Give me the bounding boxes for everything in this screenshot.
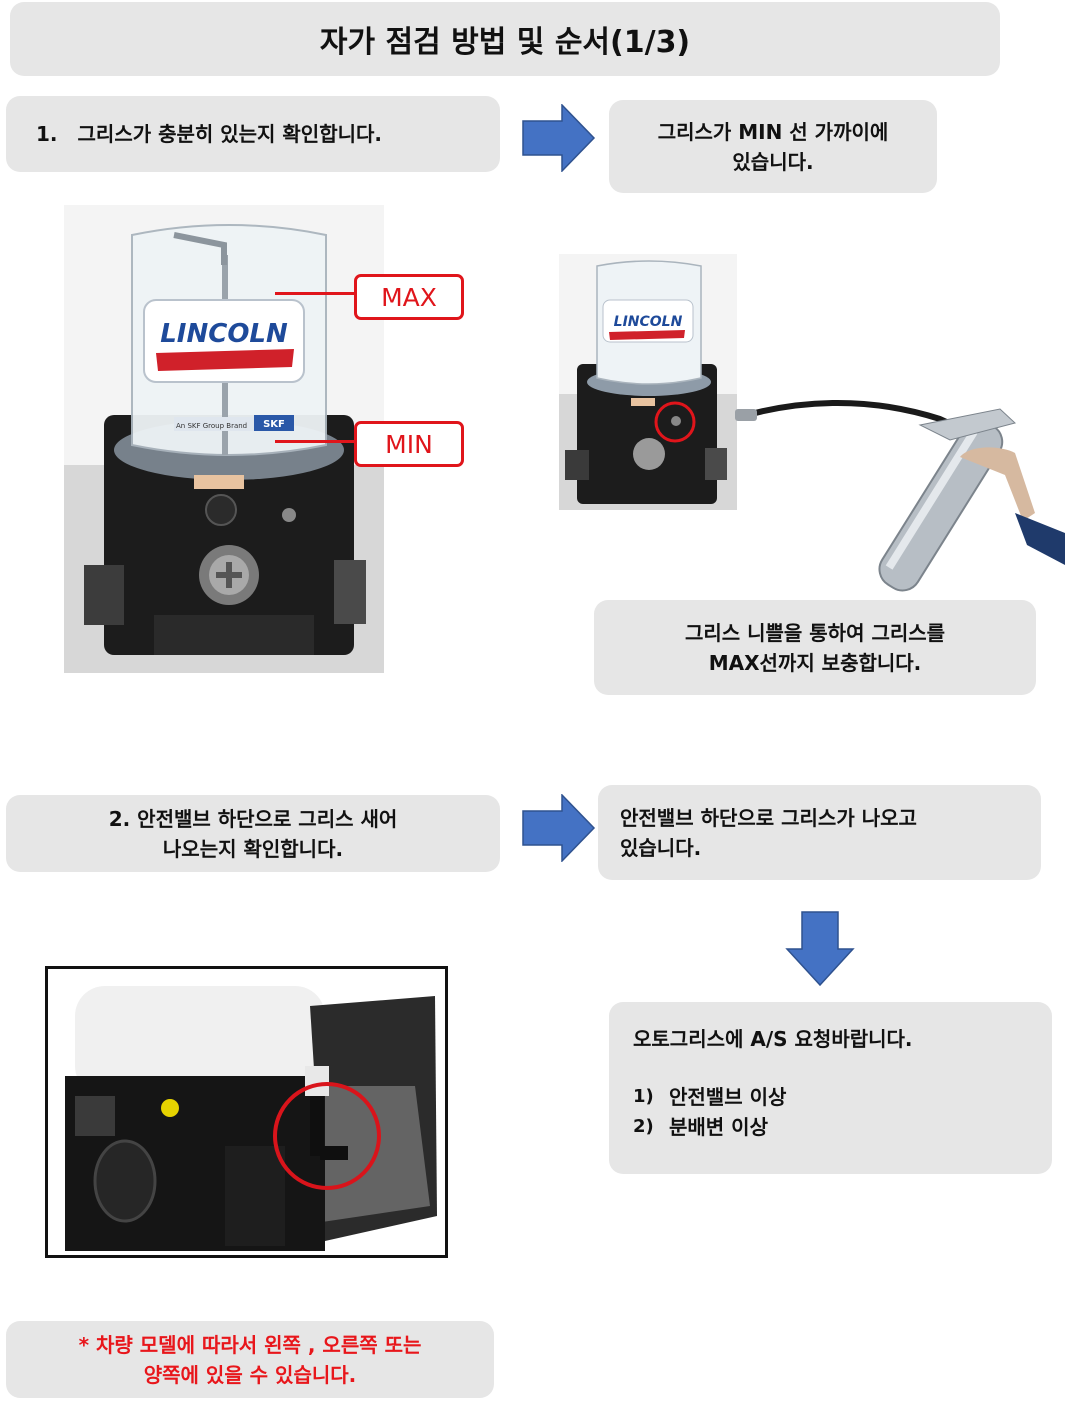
page-title-text: 자가 점검 방법 및 순서(1/3) <box>319 25 691 60</box>
right-arrow-icon <box>522 794 596 862</box>
small-lincoln-logo: LINCOLN <box>614 314 683 330</box>
grease-nipple-circle <box>654 401 696 443</box>
refill-line2: MAX선까지 보충합니다. <box>708 650 922 675</box>
grease-gun-image <box>735 399 1065 592</box>
min-leader-line <box>275 440 355 443</box>
step2-box: 2. 안전밸브 하단으로 그리스 새어 나오는지 확인합니다. <box>6 795 500 872</box>
refill-instruction-box: 그리스 니쁠을 통하여 그리스를 MAX선까지 보충합니다. <box>594 600 1036 695</box>
step2-line2: 나오는지 확인합니다. <box>162 836 344 861</box>
note-line2: 양쪽에 있을 수 있습니다. <box>143 1362 357 1387</box>
small-pump-image: LINCOLN <box>559 254 737 510</box>
service-heading: 오토그리스에 A/S 요청바랍니다. <box>633 1027 913 1051</box>
note-box: * 차량 모델에 따라서 왼쪽 , 오른쪽 또는 양쪽에 있을 수 있습니다. <box>6 1321 494 1398</box>
safety-valve-image <box>45 966 448 1258</box>
skf-logo: SKF <box>263 419 285 430</box>
grease-pump-image: LINCOLN An SKF Group Brand SKF <box>64 205 384 673</box>
right-arrow-icon <box>522 104 596 172</box>
service-item: 1) 안전밸브 이상 <box>633 1085 787 1109</box>
step2-line1: 2. 안전밸브 하단으로 그리스 새어 <box>108 806 398 831</box>
step2-result-box: 안전밸브 하단으로 그리스가 나오고 있습니다. <box>598 785 1041 880</box>
step1-number: 1. <box>36 122 58 146</box>
page-title: 자가 점검 방법 및 순서(1/3) <box>10 2 1000 76</box>
lincoln-logo: LINCOLN <box>160 319 288 349</box>
note-line1: * 차량 모델에 따라서 왼쪽 , 오른쪽 또는 <box>78 1332 422 1357</box>
min-label: MIN <box>354 421 464 467</box>
step1-text: 그리스가 충분히 있는지 확인합니다. <box>77 122 383 146</box>
service-item: 2) 분배변 이상 <box>633 1115 768 1139</box>
step2-result-line2: 있습니다. <box>620 835 702 860</box>
max-leader-line <box>275 292 355 295</box>
skf-group-text: An SKF Group Brand <box>176 422 247 430</box>
max-label: MAX <box>354 274 464 320</box>
step1-result-line1: 그리스가 MIN 선 가까이에 <box>657 119 889 144</box>
step1-result-box: 그리스가 MIN 선 가까이에 있습니다. <box>609 100 937 193</box>
step1-box: 1. 그리스가 충분히 있는지 확인합니다. <box>6 96 500 172</box>
step2-result-line1: 안전밸브 하단으로 그리스가 나오고 <box>620 805 917 830</box>
step1-result-line2: 있습니다. <box>732 149 814 174</box>
refill-line1: 그리스 니쁠을 통하여 그리스를 <box>684 620 946 645</box>
down-arrow-icon <box>785 911 855 987</box>
service-request-box: 오토그리스에 A/S 요청바랍니다. 1) 안전밸브 이상 2) 분배변 이상 <box>609 1002 1052 1174</box>
